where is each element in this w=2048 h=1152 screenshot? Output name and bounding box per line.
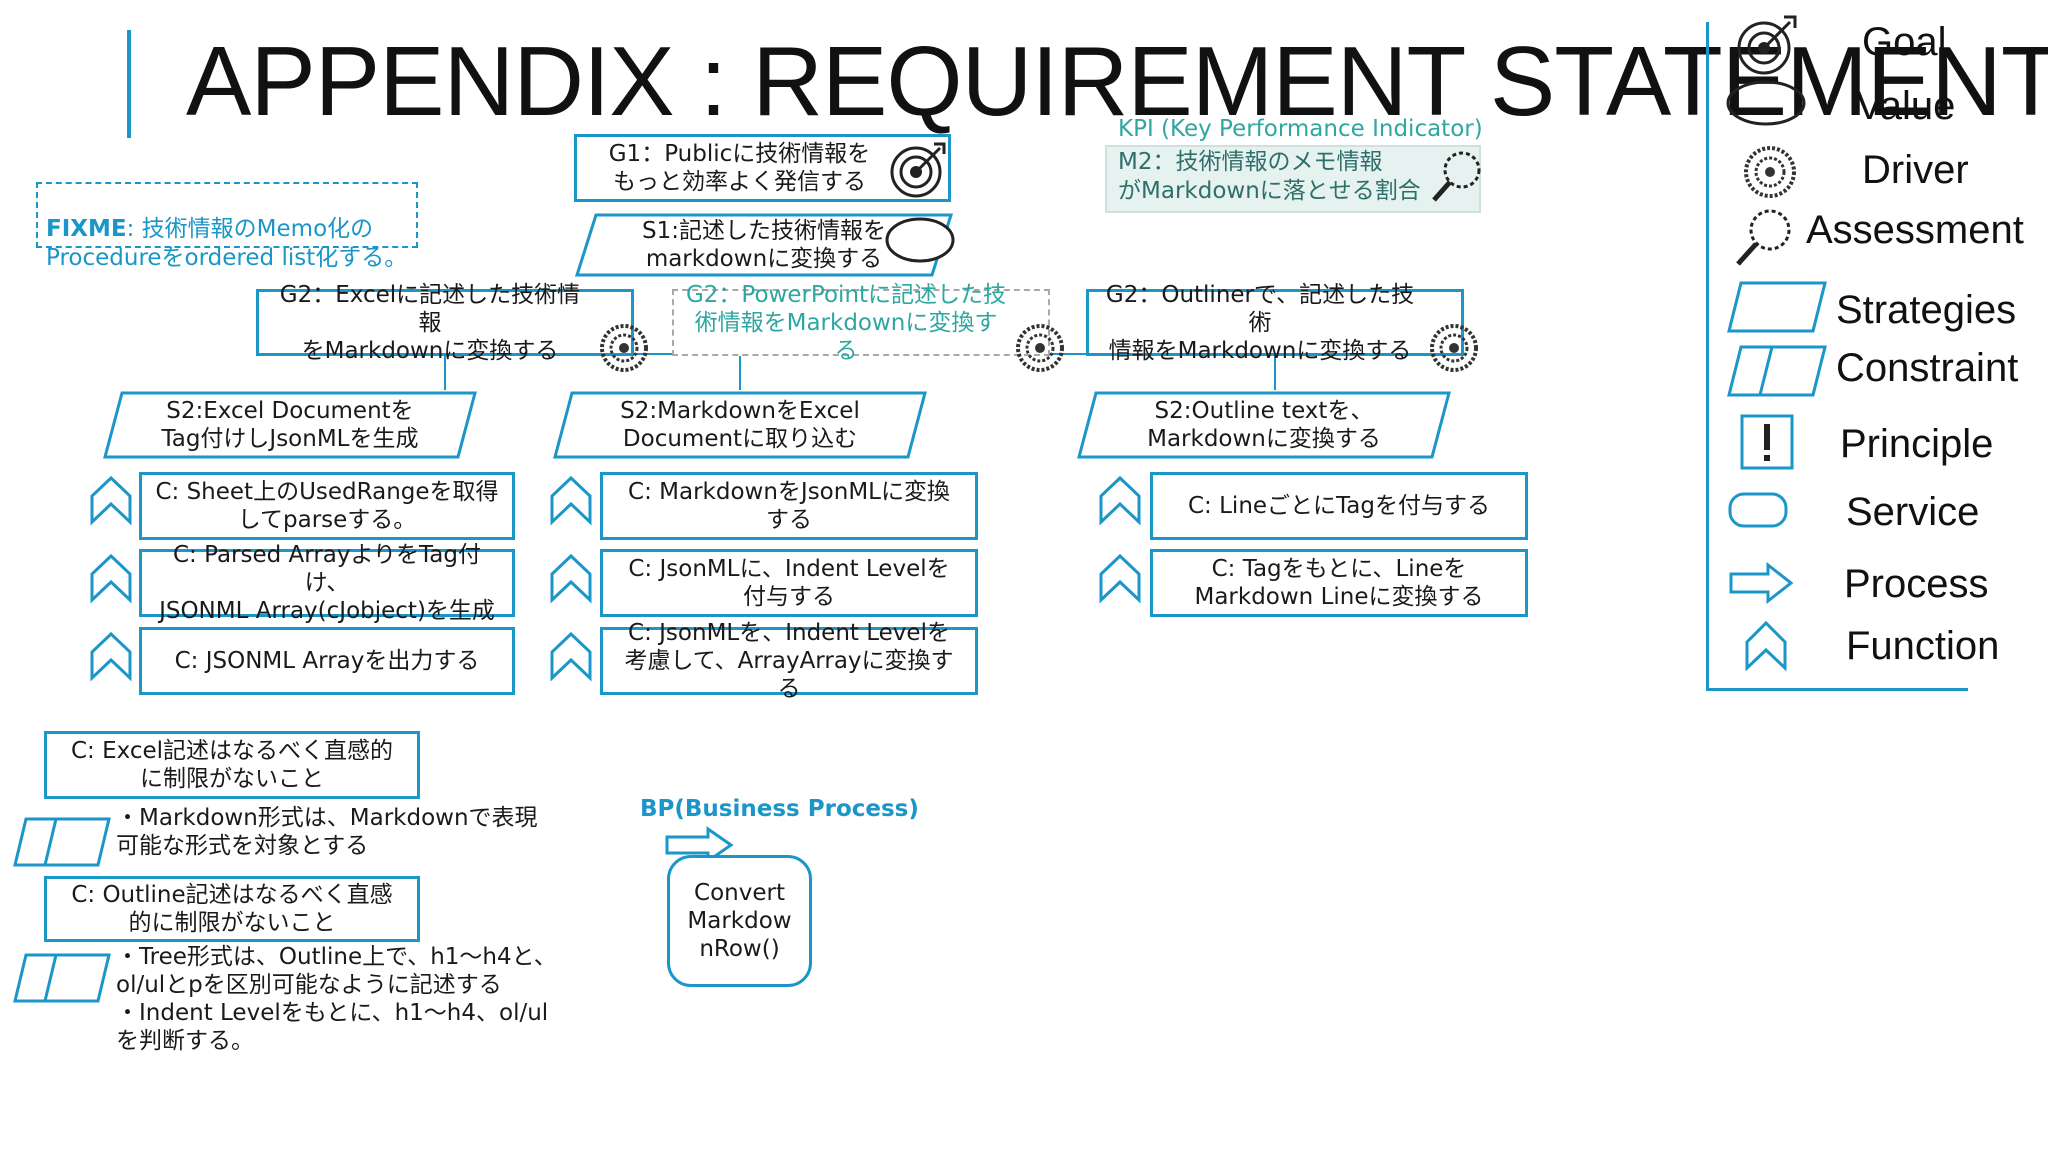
constraint-outline: C: Outline記述はなるべく直感 的に制限がないこと bbox=[44, 876, 420, 942]
legend-function-label: Function bbox=[1846, 624, 2000, 668]
legend-constraint-label: Constraint bbox=[1836, 346, 2019, 390]
legend-driver-icon bbox=[1744, 146, 1796, 198]
strategy-s2-outline-label: S2:Outline textを、 Markdownに変換する bbox=[1147, 398, 1381, 452]
process-arrow-icon bbox=[665, 826, 734, 864]
legend-goal-label: Goal bbox=[1862, 20, 1947, 64]
strategy-s1: S1:記述した技術情報を markdownに変換する bbox=[574, 212, 954, 278]
goal-icon bbox=[890, 142, 946, 198]
legend-goal-icon bbox=[1737, 15, 1797, 75]
legend-strategies-icon bbox=[1727, 281, 1827, 333]
strategy-s2-excel-label: S2:Excel Documentを Tag付けしJsonMLを生成 bbox=[161, 398, 419, 452]
legend-value-label: Value bbox=[1856, 84, 1956, 128]
function-box: C: MarkdownをJsonMLに変換 する bbox=[600, 472, 978, 540]
parallelogram-shape bbox=[1077, 391, 1451, 459]
legend-value-icon bbox=[1726, 80, 1806, 126]
legend-service-label: Service bbox=[1846, 490, 1980, 534]
legend-service-icon bbox=[1728, 492, 1788, 528]
driver-icon bbox=[1016, 324, 1064, 372]
strategy-s2-excel: S2:Excel Documentを Tag付けしJsonMLを生成 bbox=[102, 390, 478, 460]
kpi-m2 bbox=[1105, 145, 1481, 213]
function-box: C: Sheet上のUsedRangeを取得 してparseする。 bbox=[139, 472, 515, 540]
constraint-note-outline: ・Tree形式は、Outline上で、h1～h4と、 ol/ulとpを区別可能な… bbox=[116, 944, 557, 1054]
parallelogram-shape bbox=[103, 391, 477, 459]
service-convert-markdown-row: Convert Markdow nRow() bbox=[667, 855, 812, 987]
strategy-s2-markdown-label: S2:MarkdownをExcel Documentに取り込む bbox=[620, 398, 860, 452]
legend-driver-label: Driver bbox=[1862, 148, 1969, 192]
function-box: C: Tagをもとに、Lineを Markdown Lineに変換する bbox=[1150, 549, 1528, 617]
constraint-note-excel: ・Markdown形式は、Markdownで表現 可能な形式を対象とする bbox=[116, 805, 538, 859]
goal-g1: G1：Publicに技術情報を もっと効率よく発信する bbox=[574, 134, 951, 202]
legend-constraint-icon bbox=[1727, 345, 1827, 397]
kpi-m2-label: M2：技術情報のメモ情報 がMarkdownに落とせる割合 bbox=[1118, 149, 1421, 204]
function-box: C: JSONML Arrayを出力する bbox=[139, 627, 515, 695]
legend-assessment-icon bbox=[1736, 209, 1791, 266]
legend-function-icon bbox=[1745, 620, 1787, 672]
assessment-icon bbox=[1432, 151, 1481, 202]
fixme-note: FIXME: 技術情報のMemo化の Procedureをordered lis… bbox=[36, 182, 418, 271]
kpi-heading: KPI (Key Performance Indicator) bbox=[1118, 116, 1483, 142]
legend-principle-icon bbox=[1740, 414, 1794, 470]
function-box: C: LineごとにTagを付与する bbox=[1150, 472, 1528, 540]
strategy-s1-label: S1:記述した技術情報を markdownに変換する bbox=[642, 218, 886, 272]
constraint-icon bbox=[13, 953, 111, 1003]
driver-icon bbox=[1430, 324, 1478, 372]
function-chevron-icons bbox=[90, 475, 1141, 682]
legend-strategies-label: Strategies bbox=[1836, 288, 2017, 332]
strategy-s2-outline: S2:Outline textを、 Markdownに変換する bbox=[1076, 390, 1452, 460]
legend-principle-label: Principle bbox=[1840, 422, 1994, 466]
bp-heading: BP(Business Process) bbox=[640, 796, 919, 822]
fixme-keyword: FIXME bbox=[46, 216, 127, 242]
parallelogram-shape bbox=[553, 391, 927, 459]
legend-bottom-line bbox=[1706, 688, 1968, 691]
legend-assessment-label: Assessment bbox=[1806, 208, 2024, 252]
title-bar bbox=[127, 30, 131, 138]
goal-g2-outliner: G2：Outlinerで、記述した技術 情報をMarkdownに変換する bbox=[1086, 282, 1464, 364]
value-icon bbox=[885, 217, 955, 263]
parallelogram-shape bbox=[574, 213, 954, 277]
function-box: C: JsonMLに、Indent Levelを 付与する bbox=[600, 549, 978, 617]
function-box: C: JsonMLを、Indent Levelを 考慮して、ArrayArray… bbox=[600, 620, 978, 702]
legend-process-label: Process bbox=[1844, 562, 1989, 606]
legend-frame bbox=[1706, 22, 1709, 690]
constraint-excel: C: Excel記述はなるべく直感的 に制限がないこと bbox=[44, 731, 420, 799]
driver-icon bbox=[600, 324, 648, 372]
legend-process-icon bbox=[1729, 562, 1794, 604]
constraint-icon bbox=[13, 817, 111, 867]
fixme-text: : 技術情報のMemo化の Procedureをordered list化する。 bbox=[46, 216, 408, 271]
strategy-s2-markdown: S2:MarkdownをExcel Documentに取り込む bbox=[552, 390, 928, 460]
